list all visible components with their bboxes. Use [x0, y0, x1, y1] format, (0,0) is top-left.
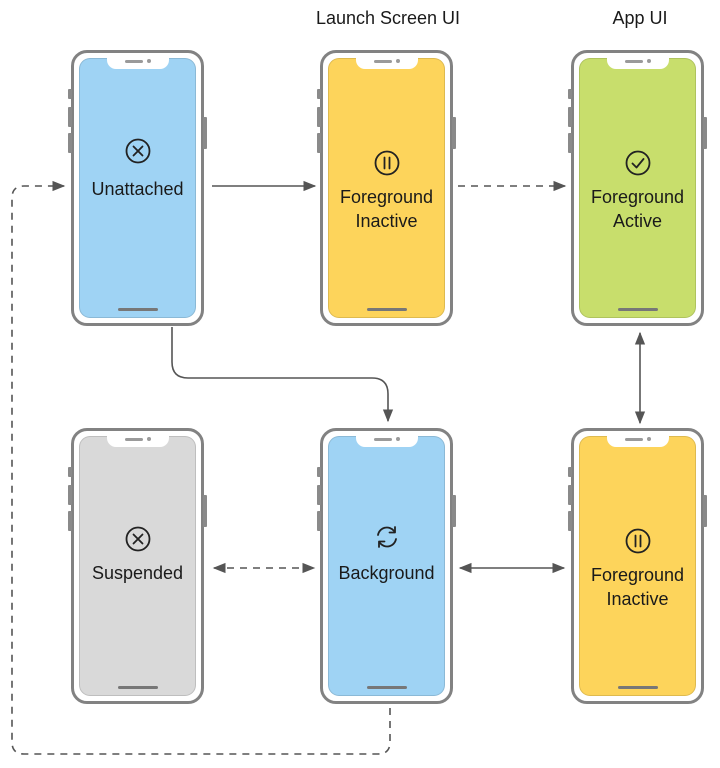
- phone-background: Background: [317, 428, 456, 704]
- phone-suspended: Suspended: [68, 428, 207, 704]
- arrow-background-to-unattached: [11, 180, 391, 755]
- state-label-background: Background: [338, 563, 435, 583]
- phone-foreground-active: Foreground Active: [568, 50, 707, 326]
- circle-x-icon: [125, 138, 150, 164]
- screen-foreground-inactive-app: Foreground Inactive: [579, 436, 696, 696]
- screen-foreground-inactive-launch: Foreground Inactive: [328, 58, 445, 318]
- circle-x-icon: [125, 526, 150, 552]
- phone-foreground-inactive-launch: Foreground Inactive: [317, 50, 456, 326]
- launch-screen-ui-header: Launch Screen UI: [315, 8, 461, 28]
- screen-unattached: Unattached: [79, 58, 196, 318]
- screen-background: Background: [328, 436, 445, 696]
- state-label-foreground-active: Foreground Active: [590, 187, 685, 231]
- refresh-arrows-icon: [376, 526, 397, 548]
- arrow-unattached-to-background: [171, 327, 394, 423]
- pause-circle-icon: [374, 150, 399, 176]
- phone-unattached: Unattached: [68, 50, 207, 326]
- state-label-foreground-inactive-app: Foreground Inactive: [590, 565, 685, 609]
- phone-foreground-inactive-app: Foreground Inactive: [568, 428, 707, 704]
- state-label-suspended: Suspended: [91, 563, 184, 583]
- state-label-foreground-inactive-launch: Foreground Inactive: [339, 187, 434, 231]
- screen-suspended: Suspended: [79, 436, 196, 696]
- state-label-unattached: Unattached: [91, 179, 184, 199]
- pause-circle-icon: [625, 528, 650, 554]
- app-ui-header: App UI: [612, 8, 668, 28]
- checkmark-circle-icon: [625, 150, 650, 176]
- screen-foreground-active: Foreground Active: [579, 58, 696, 318]
